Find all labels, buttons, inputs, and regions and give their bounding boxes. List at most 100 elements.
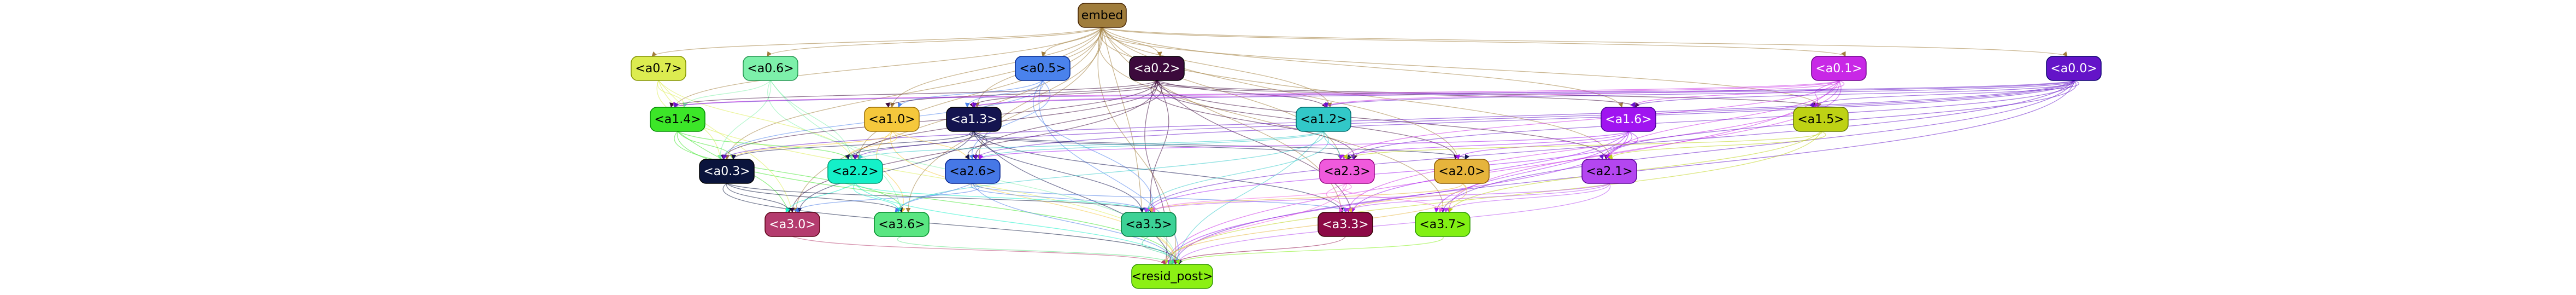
node-label: <a1.2>	[1300, 113, 1346, 126]
edge-a0_3-to-a3_6	[726, 183, 903, 213]
edge-a0_1-to-a1_4	[673, 80, 1839, 108]
edge-embed-to-a0_6	[767, 27, 1103, 57]
node-box	[631, 56, 686, 81]
edge-a1_4-to-a2_2	[677, 131, 849, 160]
edge-a0_2-to-a1_4	[669, 80, 1157, 108]
node-a0_7: <a0.7>	[631, 56, 686, 81]
edge-embed-to-a3_7	[1098, 27, 1446, 213]
node-box	[1793, 107, 1849, 132]
node-a2_3: <a2.3>	[1319, 159, 1375, 184]
edge-a1_2-to-a2_2	[858, 131, 1324, 160]
node-box	[1131, 264, 1213, 289]
edge-a1_3-to-a2_2	[845, 131, 975, 160]
edge-embed-to-a0_5	[1041, 27, 1103, 57]
node-label: <a2.2>	[832, 165, 878, 178]
edge-a0_0-to-a0_3	[722, 80, 2074, 160]
node-label: <a3.6>	[878, 218, 925, 232]
edge-a0_1-to-resid_post	[1163, 80, 1839, 265]
edge-a1_2-to-a2_6	[978, 131, 1324, 160]
node-a2_0: <a2.0>	[1434, 159, 1490, 184]
edge-a1_6-to-a3_7	[1434, 131, 1629, 213]
edge-a1_3-to-a2_0	[972, 131, 1469, 160]
node-embed: embed	[1078, 3, 1127, 28]
edge-embed-to-a1_0	[890, 27, 1103, 108]
node-label: <a1.4>	[654, 113, 701, 126]
edge-a0_2-to-a1_3	[969, 80, 1160, 108]
node-a3_6: <a3.6>	[874, 212, 930, 237]
edge-a2_1-to-resid_post	[1175, 183, 1611, 265]
edge-a2_6-to-a3_3	[972, 183, 1348, 213]
node-a1_4: <a1.4>	[650, 107, 705, 132]
edge-a3_7-to-resid_post	[1175, 236, 1444, 265]
edge-a1_6-to-resid_post	[1166, 131, 1629, 265]
node-a2_1: <a2.1>	[1581, 159, 1637, 184]
node-label: <a1.6>	[1605, 113, 1651, 126]
edge-a0_0-to-a3_5	[1144, 80, 2074, 213]
edge-a1_4-to-a0_3	[677, 131, 735, 160]
node-a1_6: <a1.6>	[1601, 107, 1656, 132]
edge-a1_5-to-a2_1	[1608, 131, 1826, 160]
edge-embed-to-a0_7	[651, 27, 1103, 57]
edge-a0_0-to-a1_2	[1324, 80, 2074, 108]
node-box	[945, 159, 1001, 184]
edge-a0_6-to-a3_6	[770, 80, 903, 213]
node-label: <a3.7>	[1419, 218, 1466, 232]
node-box	[1296, 107, 1351, 132]
node-box	[1129, 56, 1185, 81]
node-a3_3: <a3.3>	[1318, 212, 1373, 237]
node-layer: embed<a0.7><a0.6><a0.5><a0.2><a0.1><a0.0…	[631, 3, 2102, 289]
edge-a2_3-to-a3_3	[1326, 183, 1348, 213]
edge-embed-to-a3_5	[1102, 27, 1144, 213]
node-label: <resid_post>	[1131, 270, 1213, 284]
node-box	[864, 107, 920, 132]
edge-a0_1-to-a1_5	[1814, 80, 1839, 108]
edge-a0_5-to-a3_5	[1033, 80, 1156, 213]
node-a0_6: <a0.6>	[743, 56, 798, 81]
edge-a2_2-to-resid_post	[855, 183, 1177, 265]
node-box	[699, 159, 755, 184]
node-box	[1581, 159, 1637, 184]
node-box	[650, 107, 705, 132]
node-box	[874, 212, 930, 237]
node-box	[827, 159, 883, 184]
edge-embed-to-a1_4	[673, 27, 1103, 108]
node-label: <a0.6>	[747, 62, 793, 76]
node-box	[1415, 212, 1471, 237]
edge-a0_1-to-a1_2	[1322, 80, 1840, 108]
node-label: <a3.0>	[769, 218, 815, 232]
edge-a1_3-to-resid_post	[973, 131, 1174, 265]
node-label: <a1.3>	[950, 113, 997, 126]
node-a2_2: <a2.2>	[827, 159, 883, 184]
node-label: <a2.1>	[1586, 165, 1632, 178]
edge-layer	[651, 27, 2079, 265]
node-a3_0: <a3.0>	[764, 212, 820, 237]
edge-a3_6-to-resid_post	[897, 236, 1174, 265]
node-a1_0: <a1.0>	[864, 107, 920, 132]
edge-a2_6-to-resid_post	[972, 183, 1178, 265]
node-label: <a1.0>	[868, 113, 915, 126]
node-box	[764, 212, 820, 237]
edge-a0_7-to-a2_2	[658, 80, 854, 160]
node-box	[1811, 56, 1867, 81]
edge-a0_2-to-a1_0	[885, 80, 1157, 108]
edge-embed-to-a0_3	[725, 27, 1103, 160]
node-box	[1015, 56, 1071, 81]
edge-a0_0-to-a2_2	[853, 80, 2074, 160]
edge-a0_0-to-a2_6	[973, 80, 2074, 160]
node-label: <a0.2>	[1133, 62, 1180, 76]
edge-embed-to-a1_2	[1102, 27, 1332, 108]
edge-a0_0-to-a1_5	[1809, 80, 2079, 108]
node-a0_5: <a0.5>	[1015, 56, 1071, 81]
edge-a1_5-to-resid_post	[1163, 131, 1821, 265]
edge-a2_3-to-a3_5	[1150, 183, 1352, 213]
node-a3_5: <a3.5>	[1121, 212, 1177, 237]
edge-a3_0-to-resid_post	[792, 236, 1166, 265]
node-a1_5: <a1.5>	[1793, 107, 1849, 132]
edge-a1_6-to-a3_5	[1148, 131, 1632, 213]
edge-a3_5-to-resid_post	[1142, 236, 1177, 265]
node-label: <a3.5>	[1125, 218, 1172, 232]
edge-embed-to-a2_2	[856, 27, 1103, 160]
node-label: <a2.0>	[1438, 165, 1485, 178]
node-label: <a2.3>	[1324, 165, 1370, 178]
edge-a1_6-to-a2_3	[1338, 131, 1629, 160]
